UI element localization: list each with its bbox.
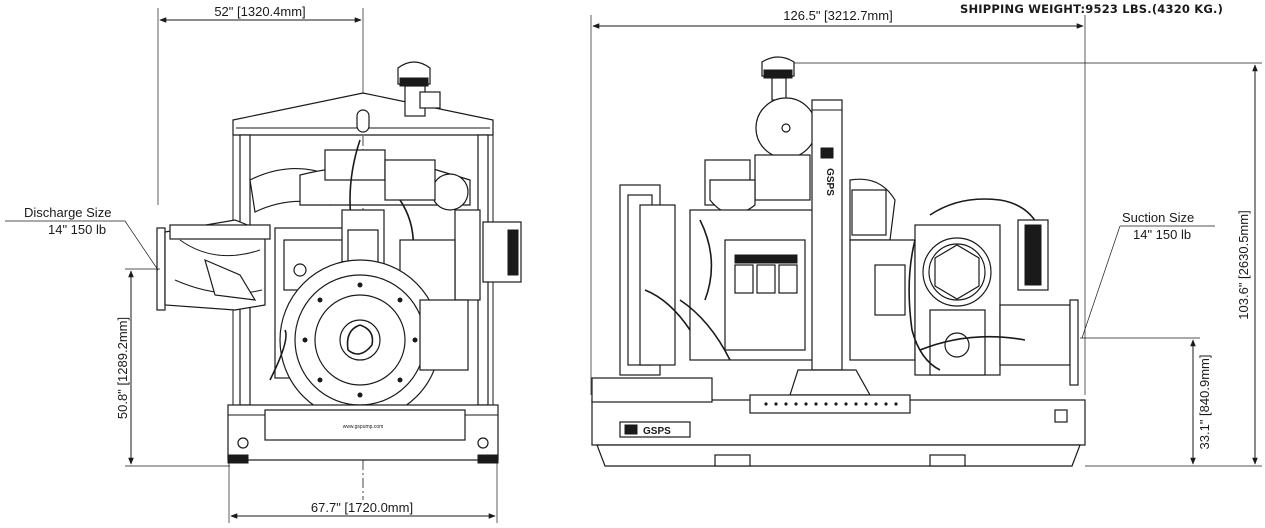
brand-vertical: GSPS xyxy=(820,147,835,196)
discharge-spec: 14" 150 lb xyxy=(48,222,106,237)
top-width-dimension: 52" [1320.4mm] xyxy=(157,4,364,205)
height-label: 103.6" [2630.5mm] xyxy=(1236,210,1251,319)
shipping-weight: SHIPPING WEIGHT:9523 LBS.(4320 KG.) xyxy=(960,2,1223,16)
suction-height-label: 33.1" [840.9mm] xyxy=(1197,355,1212,450)
suction-spec: 14" 150 lb xyxy=(1133,227,1191,242)
suction-height-dimension: 33.1" [840.9mm] xyxy=(1080,337,1212,465)
brand-badge: GSPS xyxy=(619,421,691,438)
side-view: 126.5" [3212.7mm] 103.6" [2630.5mm] 33.1… xyxy=(590,8,1262,467)
top-width-label: 52" [1320.4mm] xyxy=(214,4,305,19)
discharge-callout: Discharge Size 14" 150 lb xyxy=(5,205,159,271)
website-text: www.gspump.com xyxy=(343,424,384,430)
suction-label: Suction Size xyxy=(1122,210,1194,225)
discharge-label: Discharge Size xyxy=(24,205,111,220)
length-dimension: 126.5" [3212.7mm] xyxy=(590,8,1086,395)
svg-text:GSPS: GSPS xyxy=(643,426,671,437)
side-base xyxy=(591,377,1086,467)
brand-tower: GSPS xyxy=(789,99,872,396)
front-view: 52" [1320.4mm] xyxy=(5,4,522,523)
discharge-assembly xyxy=(156,219,271,311)
base-width-dimension: 67.7" [1720.0mm] xyxy=(228,462,498,523)
side-exhaust xyxy=(704,56,896,241)
base-width-label: 67.7" [1720.0mm] xyxy=(311,500,413,515)
side-engine xyxy=(679,209,916,361)
svg-text:GSPS: GSPS xyxy=(824,168,835,196)
front-piping xyxy=(249,139,522,331)
suction-callout: Suction Size 14" 150 lb xyxy=(1081,210,1215,339)
front-base: www.gspump.com xyxy=(227,404,499,464)
pump-volute xyxy=(269,259,469,421)
length-label: 126.5" [3212.7mm] xyxy=(783,8,892,23)
side-pump xyxy=(908,198,1079,386)
height-dimension: 103.6" [2630.5mm] xyxy=(790,62,1262,467)
front-exhaust xyxy=(397,61,441,117)
radiator xyxy=(619,184,701,376)
discharge-height-dimension: 50.8" [1289.2mm] xyxy=(115,268,230,467)
discharge-height-label: 50.8" [1289.2mm] xyxy=(115,317,130,419)
